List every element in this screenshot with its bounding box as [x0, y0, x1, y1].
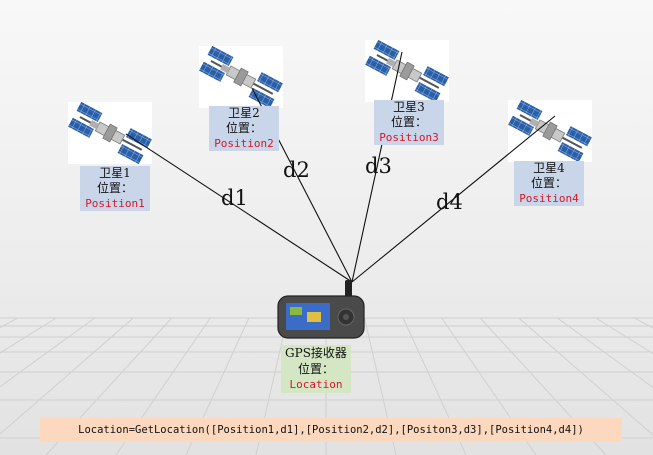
satellite-1-position: Position1: [85, 197, 145, 210]
floor-line: [0, 317, 95, 388]
satellite-4-position: Position4: [519, 192, 579, 205]
floor-line: [557, 317, 653, 389]
satellite-3-position-label: 位置：: [390, 115, 427, 129]
satellite-1-label: 卫星1 位置： Position1: [80, 166, 150, 211]
distance-d3: d3: [365, 154, 392, 178]
satellite-4-position-label: 位置：: [530, 176, 567, 190]
receiver-location: Location: [289, 378, 343, 391]
receiver-label: GPS接收器 位置： Location: [281, 345, 351, 393]
satellite-1-name: 卫星1: [99, 166, 131, 180]
floor-line: [0, 317, 57, 354]
distance-d4: d4: [436, 190, 463, 214]
satellite-2-name: 卫星2: [228, 106, 260, 120]
distance-line-4: [351, 115, 556, 283]
satellite-2-position-label: 位置：: [225, 121, 262, 135]
floor-line: [595, 317, 653, 355]
location-formula: Location=GetLocation([Position1,d1],[Pos…: [40, 418, 622, 442]
distance-lines: [125, 51, 556, 283]
satellite-1-position-label: 位置：: [96, 181, 133, 195]
floor-line: [0, 317, 134, 435]
satellite-3-position: Position3: [379, 131, 439, 144]
distance-line-3: [351, 51, 403, 283]
receiver-position-label: 位置：: [297, 362, 334, 376]
satellite-4-name: 卫星4: [533, 161, 565, 175]
satellite-3-name: 卫星3: [393, 100, 425, 114]
satellite-icons: [67, 38, 593, 166]
gps-receiver-icon: [277, 280, 365, 339]
receiver-name: GPS接收器: [285, 346, 347, 360]
floor-line: [518, 317, 653, 436]
distance-d1: d1: [221, 186, 248, 210]
satellite-2-label: 卫星2 位置： Position2: [209, 106, 279, 151]
satellite-3-label: 卫星3 位置： Position3: [374, 100, 444, 145]
satellite-2-position: Position2: [214, 137, 274, 150]
distance-d2: d2: [283, 158, 310, 182]
distance-line-1: [125, 133, 353, 283]
satellite-4-label: 卫星4 位置： Position4: [514, 161, 584, 206]
